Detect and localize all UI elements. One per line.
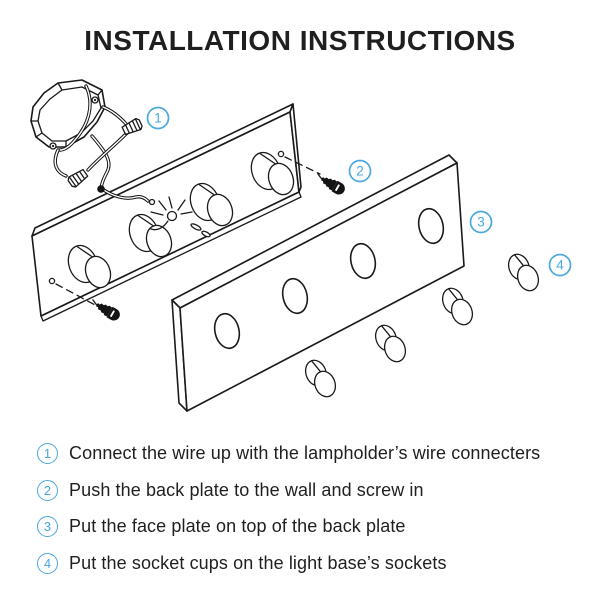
- wire-terminal: [148, 198, 156, 206]
- callout-2-number: 2: [356, 164, 364, 179]
- face-plate-hole: [417, 207, 445, 245]
- page-title: INSTALLATION INSTRUCTIONS: [84, 25, 516, 56]
- wire: [101, 105, 129, 127]
- spark-icon: [150, 196, 211, 238]
- screw: [313, 169, 348, 198]
- step-1-text: Connect the wire up with the lampholder’…: [69, 443, 541, 463]
- guide-dashed-line: [55, 283, 98, 307]
- face-plate: [171, 154, 465, 412]
- socket-cup: [301, 356, 340, 401]
- junction-box: [30, 79, 106, 150]
- callout-4: 4: [548, 253, 572, 277]
- wire-connector: [66, 167, 90, 190]
- mounting-hole: [48, 277, 56, 285]
- step-4-number: 4: [37, 553, 58, 574]
- callout-3: 3: [469, 210, 493, 234]
- face-plate-hole: [281, 277, 309, 315]
- mounting-hole: [277, 150, 285, 158]
- screw: [88, 295, 123, 324]
- callout-4-number: 4: [556, 258, 564, 273]
- step-2-number: 2: [37, 480, 58, 501]
- guide-dashed-line: [284, 156, 321, 175]
- step-2: 2 Push the back plate to the wall and sc…: [37, 480, 424, 501]
- step-1-number: 1: [37, 443, 58, 464]
- step-3-text: Put the face plate on top of the back pl…: [69, 516, 406, 536]
- step-4: 4 Put the socket cups on the light base’…: [37, 553, 447, 574]
- step-1: 1 Connect the wire up with the lampholde…: [37, 443, 540, 464]
- step-2-text: Push the back plate to the wall and scre…: [69, 480, 424, 500]
- step-3-number: 3: [37, 516, 58, 537]
- socket-cup: [371, 321, 410, 366]
- callout-2: 2: [348, 159, 372, 183]
- step-3: 3 Put the face plate on top of the back …: [37, 516, 406, 537]
- socket-cup: [504, 250, 543, 295]
- socket-cup: [438, 284, 477, 329]
- callout-1-number: 1: [154, 111, 162, 126]
- wires: [53, 84, 156, 206]
- face-plate-hole: [349, 242, 377, 280]
- callout-3-number: 3: [477, 215, 485, 230]
- face-plate-hole: [213, 312, 241, 350]
- step-4-text: Put the socket cups on the light base’s …: [69, 553, 447, 573]
- mounting-screws: [55, 156, 348, 324]
- wire-splice: [97, 185, 105, 193]
- callout-1: 1: [146, 106, 170, 130]
